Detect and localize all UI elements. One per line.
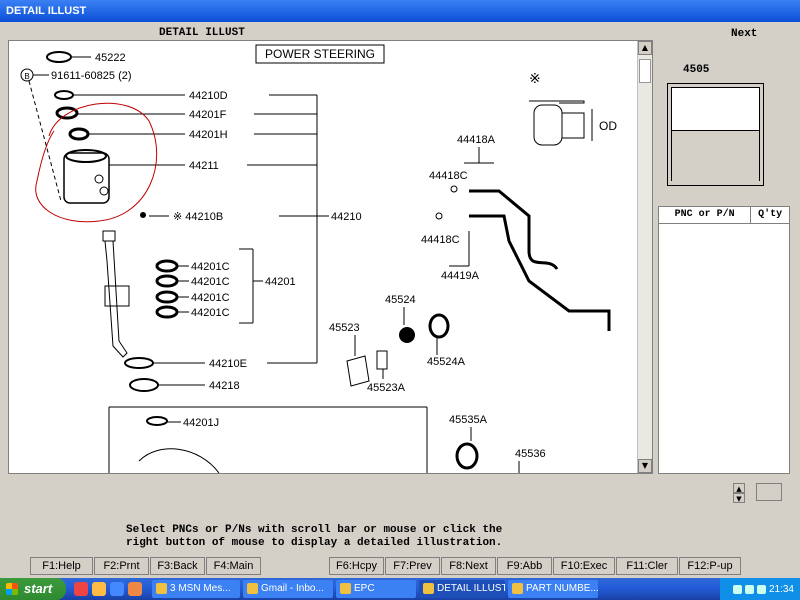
scroll-thumb[interactable] (639, 59, 651, 83)
fkey-prev[interactable]: F7:Prev (385, 557, 440, 575)
thumbnail-frame (671, 87, 760, 181)
label-44201F[interactable]: 44201F (189, 109, 227, 121)
scroll-down-icon[interactable]: ▼ (638, 459, 652, 473)
label-45535A[interactable]: 45535A (449, 414, 488, 426)
fkey-abb[interactable]: F9:Abb (497, 557, 552, 575)
next-link[interactable]: Next (731, 28, 758, 40)
fkey-back[interactable]: F3:Back (150, 557, 205, 575)
fkey-main[interactable]: F4:Main (206, 557, 261, 575)
instructions-line2: right button of mouse to display a detai… (126, 537, 503, 549)
label-44201C-3[interactable]: 44201C (191, 292, 230, 304)
quick-launch-icon-1[interactable] (74, 582, 88, 596)
task-msn[interactable]: 3 MSN Mes... (152, 580, 240, 598)
diagram-title-box (255, 44, 385, 64)
pnc-table[interactable]: PNC or P/N Q'ty (658, 206, 790, 474)
task-detail-illust[interactable]: DETAIL ILLUST (419, 580, 505, 598)
label-44418C-1[interactable]: 44418C (429, 170, 468, 182)
label-44201H[interactable]: 44201H (189, 129, 228, 141)
fkey-next[interactable]: F8:Next (441, 557, 496, 575)
quick-launch-icon-2[interactable] (92, 582, 106, 596)
system-tray: 21:34 (720, 578, 800, 600)
scroll-up-icon[interactable]: ▲ (638, 41, 652, 55)
window-title: DETAIL ILLUST (6, 5, 87, 17)
label-45222[interactable]: 45222 (95, 52, 126, 64)
pnc-table-header: PNC or P/N Q'ty (659, 207, 789, 224)
page-field[interactable] (756, 483, 782, 501)
fkey-f5 (262, 557, 328, 575)
label-44418A[interactable]: 44418A (457, 134, 496, 146)
label-44210D[interactable]: 44210D (189, 90, 228, 102)
label-44210[interactable]: 44210 (331, 211, 362, 223)
start-label: start (24, 581, 53, 596)
illustration-frame: POWER STEERING 45222 B 91611-60825 (2) 4… (8, 40, 653, 474)
spin-up-icon[interactable]: ▲ (733, 483, 745, 493)
col-pnc: PNC or P/N (659, 207, 752, 223)
label-44201C-2[interactable]: 44201C (191, 276, 230, 288)
label-45524[interactable]: 45524 (385, 294, 416, 306)
label-44218[interactable]: 44218 (209, 380, 240, 392)
label-45523A[interactable]: 45523A (367, 382, 406, 394)
label-44201C-1[interactable]: 44201C (191, 261, 230, 273)
fkey-hcpy[interactable]: F6:Hcpy (329, 557, 384, 575)
label-91611[interactable]: 91611-60825 (2) (51, 70, 132, 82)
illustration-vertical-scrollbar[interactable]: ▲ ▼ (637, 41, 652, 473)
fkey-clear[interactable]: F11:Cler (616, 557, 678, 575)
fkey-pup[interactable]: F12:P-up (679, 557, 741, 575)
label-45523[interactable]: 45523 (329, 322, 360, 334)
window-titlebar[interactable]: DETAIL ILLUST (0, 0, 800, 22)
label-44210B[interactable]: ※ 44210B (173, 211, 223, 223)
task-epc[interactable]: EPC (336, 580, 416, 598)
diagram-title: POWER STEERING (265, 47, 375, 61)
label-44419A[interactable]: 44419A (441, 270, 480, 282)
illustration-thumbnail[interactable] (667, 83, 764, 186)
taskbar: start 3 MSN Mes... Gmail - Inbo... EPC D… (0, 578, 800, 600)
start-button[interactable]: start (0, 578, 66, 600)
windows-flag-icon (6, 583, 18, 595)
tray-icon-3[interactable] (756, 584, 766, 594)
label-44210E[interactable]: 44210E (209, 358, 247, 370)
part-45222-washer (46, 51, 72, 63)
label-44201[interactable]: 44201 (265, 276, 296, 288)
spin-down-icon[interactable]: ▼ (733, 493, 745, 503)
label-91611-mark: B (24, 72, 29, 81)
fkey-print[interactable]: F2:Prnt (94, 557, 149, 575)
label-od: OD (599, 119, 617, 133)
instructions-text: Select PNCs or P/Ns with scroll bar or m… (126, 524, 502, 550)
tray-icon-2[interactable] (744, 584, 754, 594)
col-qty: Q'ty (758, 209, 783, 220)
fkey-exec[interactable]: F10:Exec (553, 557, 615, 575)
label-44211[interactable]: 44211 (189, 160, 219, 172)
instructions-line1: Select PNCs or P/Ns with scroll bar or m… (126, 524, 503, 536)
red-highlight-circle (35, 102, 158, 223)
quick-launch-icon-3[interactable] (110, 582, 124, 596)
clock[interactable]: 21:34 (768, 583, 794, 595)
fkey-help[interactable]: F1:Help (30, 557, 93, 575)
task-part-number[interactable]: PART NUMBE... (508, 580, 598, 598)
quick-launch (74, 582, 142, 596)
power-steering-diagram[interactable]: POWER STEERING 45222 B 91611-60825 (2) 4… (9, 41, 639, 473)
illustration-number: 4505 (683, 64, 710, 76)
panel-title: DETAIL ILLUST (159, 27, 245, 39)
label-45524A[interactable]: 45524A (427, 356, 466, 368)
illustration-canvas[interactable]: POWER STEERING 45222 B 91611-60825 (2) 4… (9, 41, 639, 473)
page-spinner[interactable]: ▲ ▼ (733, 483, 745, 503)
label-45536[interactable]: 45536 (515, 448, 546, 460)
function-key-bar: F1:Help F2:Prnt F3:Back F4:Main F6:Hcpy … (0, 556, 800, 576)
note-mark: ※ (529, 70, 541, 86)
quick-launch-icon-4[interactable] (128, 582, 142, 596)
label-44418C-2[interactable]: 44418C (421, 234, 460, 246)
task-gmail[interactable]: Gmail - Inbo... (243, 580, 333, 598)
label-44201J[interactable]: 44201J (183, 417, 219, 429)
label-44201C-4[interactable]: 44201C (191, 307, 230, 319)
tray-icon-1[interactable] (732, 584, 742, 594)
app-window: DETAIL ILLUST POWER STEERING 45222 B 916… (0, 22, 800, 578)
